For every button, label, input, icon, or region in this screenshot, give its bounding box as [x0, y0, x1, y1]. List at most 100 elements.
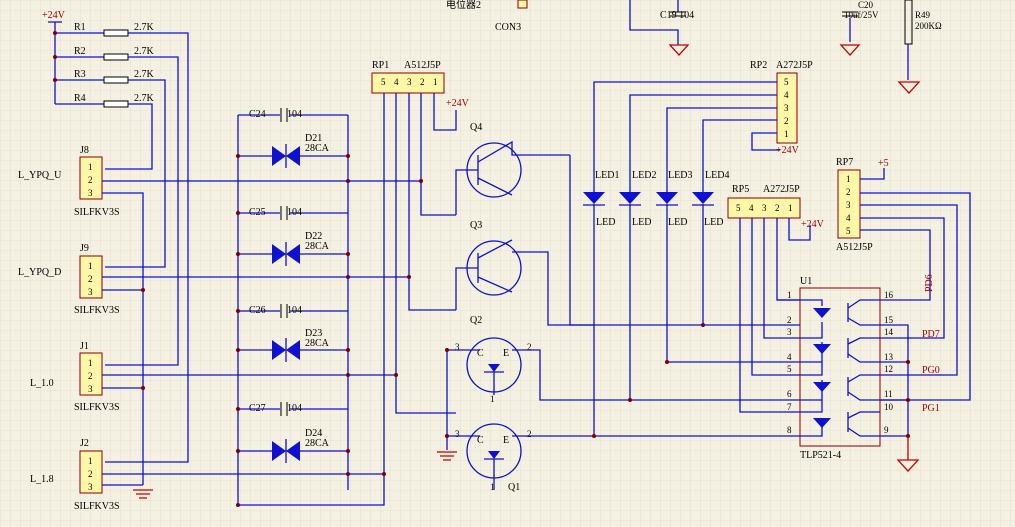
- rp7-part: A512J5P: [836, 242, 873, 253]
- c20-value: 10uf/25V: [844, 10, 879, 20]
- r2-ref: R2: [74, 46, 86, 57]
- led3-label: LED: [668, 217, 687, 228]
- r49-value: 200KΩ: [915, 21, 942, 31]
- d22-ref: D22: [305, 231, 322, 242]
- d23-value: 28CA: [305, 338, 330, 349]
- c19-label: C19 104: [660, 10, 694, 21]
- c27-d24: C27 104 D24 28CA: [236, 402, 350, 463]
- q1-pin1: 1: [490, 482, 495, 492]
- j9-pin3: 3: [88, 287, 93, 297]
- v5-label: +5: [878, 158, 889, 169]
- rp1-part: A512J5P: [404, 60, 441, 71]
- j8-part: SILFKV3S: [74, 207, 120, 218]
- r4-value: 2.7K: [134, 93, 155, 104]
- j1-pin1: 1: [88, 358, 93, 368]
- led1: LED1 LED: [583, 170, 619, 436]
- net-pd7: PD7: [922, 329, 940, 340]
- u1-pin3: 3: [787, 327, 792, 337]
- rp2-ref: RP2: [750, 60, 767, 71]
- j2-pin2: 2: [88, 469, 93, 479]
- rp1-pin5: 5: [381, 77, 386, 87]
- c25-ref: C25: [249, 207, 266, 218]
- j9-ref: J9: [80, 243, 89, 254]
- rp7-ref: RP7: [836, 157, 853, 168]
- rp1-pin4: 4: [394, 77, 399, 87]
- transistor-q4: Q4: [455, 122, 570, 215]
- j1-pin2: 2: [88, 371, 93, 381]
- rp2-resistor-network: RP2 A272J5P 5 4 3 2 1 +24V: [593, 60, 813, 192]
- j1-net: L_1.0: [30, 378, 54, 389]
- j1-pin3: 3: [88, 384, 93, 394]
- r1-value: 2.7K: [134, 22, 155, 33]
- j2-net: L_1.8: [30, 474, 54, 485]
- r49-label: R49: [915, 10, 931, 20]
- j8-net: L_YPQ_U: [18, 170, 62, 181]
- rp2-pin3: 3: [784, 103, 789, 113]
- c20-label: C20: [858, 0, 874, 10]
- con3-label: CON3: [495, 22, 521, 33]
- v24-c-label: +24V: [776, 145, 800, 156]
- q2-ref: Q2: [470, 315, 482, 326]
- j9-pin1: 1: [88, 261, 93, 271]
- u1-pin15: 15: [884, 315, 894, 325]
- c26-ref: C26: [249, 305, 266, 316]
- rp5-part: A272J5P: [763, 184, 800, 195]
- led2: LED2 LED: [619, 170, 656, 400]
- j2-ref: J2: [80, 438, 89, 449]
- j1-ref: J1: [80, 341, 89, 352]
- q1-pin3: 3: [455, 429, 460, 439]
- pot-label: 电位器2: [446, 0, 481, 11]
- u1-pin1: 1: [787, 290, 792, 300]
- u1-pin2: 2: [787, 315, 792, 325]
- j8-pin1: 1: [88, 162, 93, 172]
- rp1-pin3: 3: [407, 77, 412, 87]
- rp2-part: A272J5P: [776, 60, 813, 71]
- u1-part: TLP521-4: [800, 450, 841, 461]
- rp5-ref: RP5: [732, 184, 749, 195]
- j2-part: SILFKV3S: [74, 501, 120, 512]
- c25-d22: C25 104 D22 28CA: [236, 206, 350, 266]
- led2-label: LED: [632, 217, 651, 228]
- top-partial: 电位器2 CON3 C19 104 C20 10uf/25V R49 200KΩ: [446, 0, 942, 94]
- q4-ref: Q4: [470, 122, 482, 133]
- net-pg0: PG0: [922, 365, 940, 376]
- rp7-pin4: 4: [846, 213, 851, 223]
- rp1-pin1: 1: [433, 77, 438, 87]
- net-pd6: PD6: [924, 274, 935, 292]
- connector-j1: J1 1 2 3 SILFKV3S L_1.0: [30, 341, 120, 413]
- rp1-pin2: 2: [420, 77, 425, 87]
- rp7-resistor-network: RP7 A512J5P 1 2 3 4 5 +5: [836, 157, 971, 401]
- u1-ref: U1: [800, 276, 812, 287]
- v24-d-label: +24V: [801, 219, 825, 230]
- ground-left: [133, 489, 153, 499]
- d21-ref: D21: [305, 133, 322, 144]
- q1-ref: Q1: [508, 482, 520, 493]
- d23-ref: D23: [305, 328, 322, 339]
- j8-ref: J8: [80, 145, 89, 156]
- v24-b-label: +24V: [446, 98, 470, 109]
- net-pg1: PG1: [922, 403, 940, 414]
- resistor-group: +24V R1 2.7K R2 2.7K R3 2.7K R4 2.7K: [42, 10, 189, 463]
- q2-pin2: 2: [527, 342, 532, 352]
- transistor-q3: Q3: [455, 220, 594, 326]
- u1-pin11: 11: [884, 389, 893, 399]
- r4-ref: R4: [74, 93, 86, 104]
- r3-value: 2.7K: [134, 69, 155, 80]
- c27-ref: C27: [249, 403, 266, 414]
- j1-part: SILFKV3S: [74, 402, 120, 413]
- j9-pin2: 2: [88, 274, 93, 284]
- d21-value: 28CA: [305, 143, 330, 154]
- u1-pin9: 9: [884, 425, 889, 435]
- d24-value: 28CA: [305, 438, 330, 449]
- led4: LED4 LED: [692, 170, 729, 325]
- ground-u1: [896, 436, 920, 472]
- j2-pin1: 1: [88, 456, 93, 466]
- led-array: LED1 LED LED2 LED LED 3 LED LED4 LED: [583, 170, 800, 438]
- c24-value: 104: [287, 109, 302, 120]
- rp5-pin1: 1: [788, 203, 793, 213]
- u1-pin4: 4: [787, 352, 792, 362]
- u1-pin10: 10: [884, 402, 894, 412]
- j8-pin2: 2: [88, 175, 93, 185]
- u1-pin7: 7: [787, 402, 792, 412]
